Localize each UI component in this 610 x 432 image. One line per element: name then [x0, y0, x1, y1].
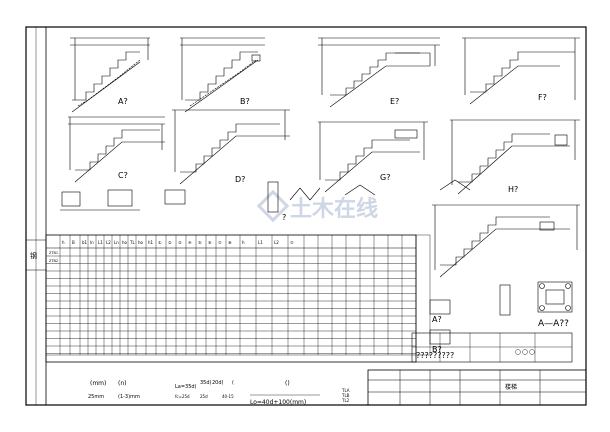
table-header-cell: TL	[129, 240, 135, 245]
section-label-aa: A—A??	[538, 319, 569, 329]
side-table	[411, 234, 573, 363]
table-header-cell: Ln	[114, 240, 119, 245]
note-10: 25mm	[88, 394, 104, 400]
view-label-c: C?	[118, 171, 128, 180]
side-label: 钢	[30, 251, 37, 260]
table-header-cell: ln	[90, 240, 94, 245]
table-header-cell: ⑥	[208, 240, 212, 245]
view-label-e: E?	[390, 97, 399, 106]
table-header-cell: h	[62, 240, 65, 245]
note-5: 20d)	[212, 380, 224, 386]
stair-view-c	[68, 116, 165, 183]
row-code-1: ZTB1	[49, 251, 58, 255]
note-11: (1-3)mm	[118, 394, 140, 400]
outer-border	[25, 26, 587, 406]
stair-views	[60, 37, 580, 345]
note-17: TL2	[341, 398, 350, 403]
table-header-cell: ①	[158, 240, 162, 245]
table-header-cell: ⑧	[228, 240, 232, 245]
note-6: (	[232, 380, 234, 386]
note-16: TLB	[341, 393, 350, 398]
notes: (mm) (n) La=35d( 35d) 20d) ( () Lo=40d+1…	[88, 380, 350, 406]
table-header-cell: ⑦	[218, 240, 222, 245]
stair-view-extra	[432, 204, 580, 278]
note-1: (mm)	[90, 380, 106, 387]
title-block-name: 楼梯	[505, 383, 517, 391]
title-block	[367, 369, 587, 406]
table-header-cell: B	[72, 240, 75, 245]
stair-view-a	[70, 37, 150, 113]
stair-view-h	[450, 119, 580, 195]
note-12: fc=25d	[175, 394, 190, 399]
table-header-cell: ⑤	[198, 240, 202, 245]
stair-view-f	[462, 37, 580, 105]
small-details	[60, 179, 471, 213]
stair-view-e	[318, 37, 440, 108]
watermark-text: 土木在线	[290, 196, 378, 222]
table-header-cell: ②	[168, 240, 172, 245]
table-header-cell: ho	[138, 240, 144, 245]
table-row-lines	[46, 255, 416, 354]
note-8: ()	[285, 380, 290, 387]
section-label-b: B?	[432, 345, 442, 354]
view-labels: A? B? E? F? C? D? G? H? ? A? B? A—A?? ??…	[118, 93, 569, 360]
view-label-h: H?	[508, 185, 518, 194]
note-2: (n)	[118, 380, 126, 387]
table-header-cell: ho	[122, 240, 128, 245]
view-label-g: G?	[380, 173, 390, 182]
view-label-f: F?	[538, 93, 547, 102]
table-header-cell: ③	[178, 240, 182, 245]
table-header-cell: L1	[258, 240, 263, 245]
stair-view-d	[172, 109, 290, 185]
note-13: 25d	[200, 394, 208, 399]
table-header-cell: h1	[148, 240, 154, 245]
note-15: TLA	[341, 388, 350, 393]
note-3: La=35d(	[175, 384, 197, 390]
note-4: 35d)	[200, 380, 212, 386]
watermark-logo: 土木在线	[256, 189, 378, 223]
stair-view-g	[318, 121, 428, 193]
table-header-cell: L1	[98, 240, 103, 245]
table-header-cell: L2	[274, 240, 279, 245]
table-header-cell: b1	[82, 240, 88, 245]
table-header-cell: ④	[188, 240, 192, 245]
view-label-b: B?	[240, 97, 250, 106]
section-details	[429, 281, 573, 345]
section-label-bottom: ?????????	[416, 351, 454, 360]
section-label-a: A?	[432, 315, 442, 324]
table-header-cell: ⑦	[290, 240, 294, 245]
schedule-table	[45, 234, 417, 363]
stair-view-b	[180, 37, 265, 113]
view-label-extra: ?	[282, 213, 286, 222]
table-header-cell: h	[242, 240, 245, 245]
table-column-lines	[59, 235, 403, 355]
note-14: 40-15	[222, 394, 234, 399]
note-9: Lo=40d+100(mm)	[250, 399, 306, 406]
row-code-2: ZTB2	[49, 259, 58, 263]
view-label-d: D?	[235, 175, 245, 184]
table-header-cell: L2	[106, 240, 111, 245]
view-label-a: A?	[118, 97, 128, 106]
